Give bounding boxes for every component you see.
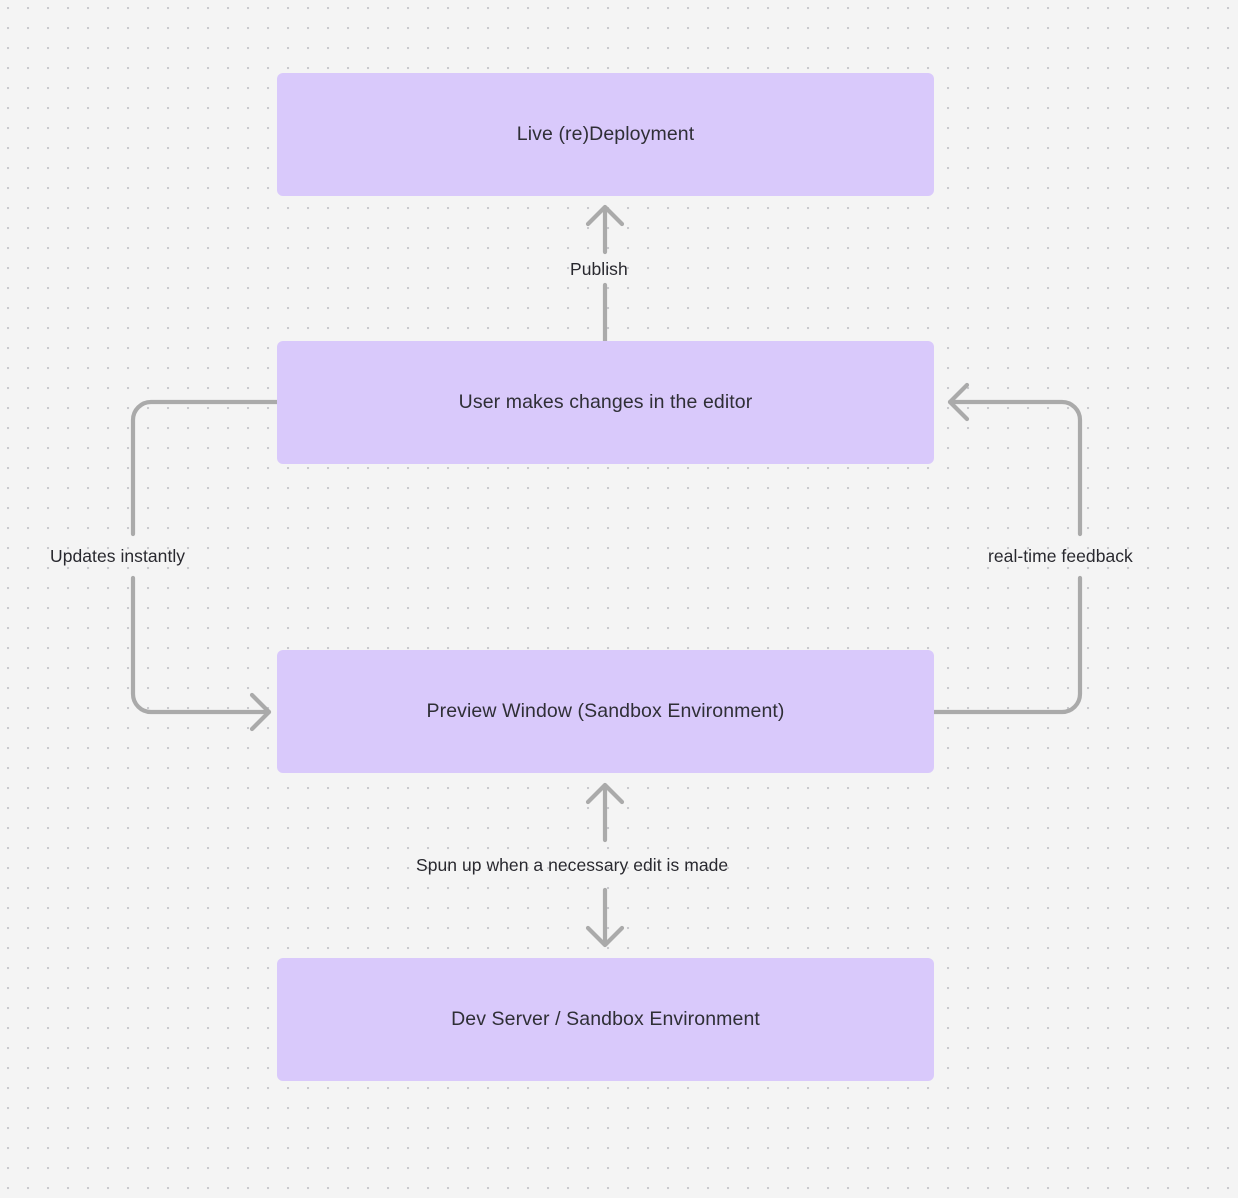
- edge-label-real-time-feedback: real-time feedback: [988, 546, 1133, 566]
- node-dev-server-label: Dev Server / Sandbox Environment: [451, 1007, 760, 1030]
- node-live-redeployment-label: Live (re)Deployment: [516, 122, 695, 145]
- edge-spun-up-arrowhead-down-icon: [585, 925, 625, 948]
- edge-label-updates-instantly: Updates instantly: [50, 546, 186, 566]
- node-dev-server[interactable]: Dev Server / Sandbox Environment: [277, 958, 934, 1081]
- edge-updates-line-upper: [130, 399, 280, 537]
- edge-updates-line-lower: [130, 575, 272, 715]
- node-user-makes-changes-label: User makes changes in the editor: [458, 390, 753, 413]
- edge-publish-arrowhead-icon: [585, 204, 625, 227]
- edge-updates-arrowhead-icon: [249, 692, 272, 732]
- node-preview-window-label: Preview Window (Sandbox Environment): [426, 699, 785, 722]
- edge-spun-up-arrowhead-up-icon: [585, 782, 625, 805]
- edge-realtime-line-upper: [947, 399, 1083, 537]
- edge-label-spun-up: Spun up when a necessary edit is made: [416, 855, 729, 875]
- edge-realtime-line-lower: [931, 575, 1083, 715]
- node-preview-window[interactable]: Preview Window (Sandbox Environment): [277, 650, 934, 773]
- node-user-makes-changes[interactable]: User makes changes in the editor: [277, 341, 934, 464]
- edge-realtime-arrowhead-icon: [947, 382, 970, 422]
- node-live-redeployment[interactable]: Live (re)Deployment: [277, 73, 934, 196]
- edge-label-publish: Publish: [570, 259, 628, 279]
